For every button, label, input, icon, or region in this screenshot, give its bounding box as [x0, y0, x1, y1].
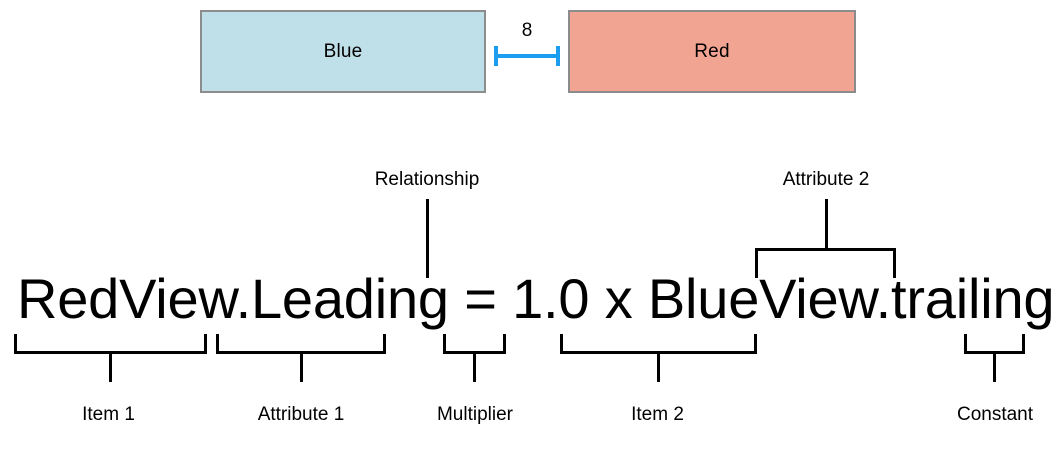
annotation-label-multiplier: Multiplier [436, 404, 514, 425]
spacing-value-label: 8 [521, 20, 533, 41]
constant-brace [964, 334, 1025, 382]
attribute-1-brace-stem [300, 351, 303, 382]
item-2-brace [560, 334, 757, 382]
red-view-label: Red [694, 40, 730, 62]
annotation-label-relationship: Relationship [374, 169, 480, 190]
item-2-brace-stem [657, 351, 660, 382]
attribute-1-brace [216, 334, 386, 382]
annotation-label-constant: Constant [956, 404, 1034, 425]
constraint-equation: RedView.Leading = 1.0 x BlueView.trailin… [17, 267, 1055, 330]
blue-view-box: Blue [200, 10, 486, 93]
attribute-1-brace-leg-right [383, 334, 386, 354]
attribute-2-brace [755, 248, 896, 278]
multiplier-brace-stem [473, 351, 476, 382]
item-1-brace-leg-left [14, 334, 17, 354]
multiplier-brace-leg-right [503, 334, 506, 354]
annotation-label-item-2: Item 2 [631, 404, 684, 425]
annotation-label-attribute-2: Attribute 2 [782, 169, 870, 190]
constant-brace-leg-left [964, 334, 967, 354]
blue-view-label: Blue [323, 40, 363, 62]
item-1-brace-stem [109, 351, 112, 382]
spacing-dimension-line [494, 54, 560, 58]
horizontal-spacing-indicator: 8 [494, 20, 560, 66]
multiplier-brace [443, 334, 506, 382]
spacing-cap-right-icon [556, 46, 560, 66]
item-2-brace-leg-right [754, 334, 757, 354]
item-1-brace-leg-right [204, 334, 207, 354]
constant-brace-leg-right [1022, 334, 1025, 354]
item-1-brace [14, 334, 207, 382]
annotation-label-attribute-1: Attribute 1 [257, 404, 345, 425]
attribute-2-brace-leg-left [755, 248, 758, 278]
attribute-2-brace-bar [755, 248, 896, 251]
red-view-box: Red [568, 10, 856, 93]
annotation-label-item-1: Item 1 [82, 404, 135, 425]
relationship-leader-line [426, 199, 429, 278]
item-2-brace-leg-left [560, 334, 563, 354]
spacing-cap-left-icon [494, 46, 498, 66]
attribute-1-brace-leg-left [216, 334, 219, 354]
multiplier-brace-leg-left [443, 334, 446, 354]
attribute-2-brace-leg-right [893, 248, 896, 278]
constant-brace-stem [993, 351, 996, 382]
attribute-2-leader-line [825, 199, 828, 249]
